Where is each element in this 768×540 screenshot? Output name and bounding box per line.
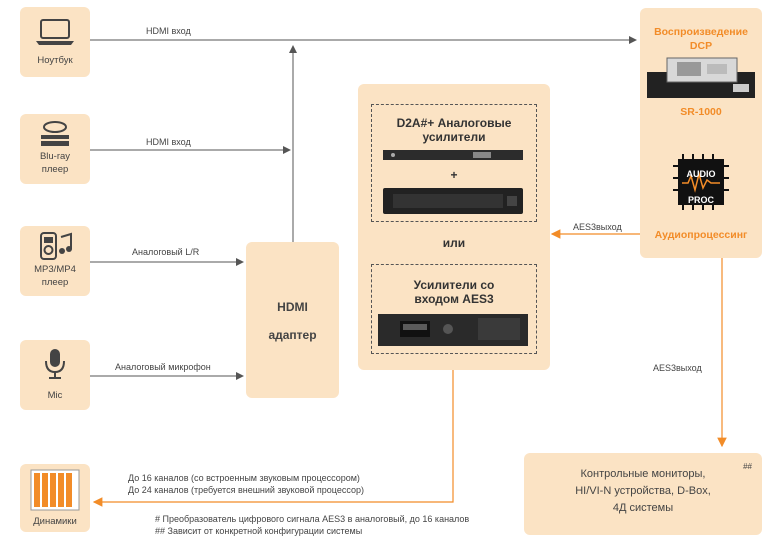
sr1000-device-image (647, 57, 755, 98)
dcp-title-1: Воспроизведение (654, 26, 748, 38)
laptop-node[interactable]: Ноутбук (20, 7, 90, 77)
audio-proc-chip-icon (673, 154, 729, 210)
label-hdmi-in-2: HDMI вход (146, 137, 191, 147)
monitors-footnote-mark: ## (743, 462, 752, 471)
sr1000-label: SR-1000 (680, 106, 722, 118)
label-aes3-out-2: AES3выход (653, 363, 702, 373)
speakers-note-1: До 16 каналов (со встроенным звуковым пр… (128, 473, 360, 483)
speakers-label: Динамики (33, 516, 77, 527)
d2a-title-1: D2A#+ Аналоговые (396, 116, 512, 130)
mic-label: Mic (47, 390, 63, 401)
adapter-label-1: HDMI (277, 300, 308, 314)
monitors-node[interactable]: Контрольные мониторы, HI/VI-N устройства… (524, 453, 762, 535)
dcp-node[interactable]: Воспроизведение DCP SR-1000 AUDIO PROC А… (640, 8, 762, 258)
label-aes3-out-1: AES3выход (573, 222, 622, 232)
bluray-label-2: плеер (41, 164, 69, 175)
chip-text-1: AUDIO (686, 169, 716, 179)
aes3-amp-title-1: Усилители со (413, 278, 495, 292)
laptop-icon (36, 19, 74, 45)
amplifier-device-image (383, 188, 523, 214)
monitors-line-2: HI/VI-N устройства, D-Box, (575, 485, 711, 497)
aes3-amp-title-2: входом AES3 (414, 292, 494, 306)
mp3-player-node[interactable]: MP3/MP4 плеер (20, 226, 90, 296)
d2a-device-image (383, 150, 523, 160)
label-hdmi-in-1: HDMI вход (146, 26, 191, 36)
plus-sign: + (450, 168, 458, 182)
chip-text-2: PROC (687, 195, 714, 205)
label-analog-mic: Аналоговый микрофон (115, 362, 211, 372)
bluray-label-1: Blu-ray (39, 151, 71, 162)
or-label: или (442, 236, 466, 250)
dcp-title-2: DCP (689, 40, 713, 52)
speaker-array-icon (30, 469, 80, 511)
audio-processing-label: Аудиопроцессинг (654, 229, 748, 241)
d2a-group (371, 104, 537, 222)
mic-node[interactable]: Mic (20, 340, 90, 410)
bluray-node[interactable]: Blu-ray плеер (20, 114, 90, 184)
speakers-note-2: До 24 каналов (требуется внешний звуково… (128, 485, 364, 495)
mp3-label-2: плеер (41, 277, 69, 288)
monitors-line-3: 4Д системы (612, 502, 674, 514)
mp3-label-1: MP3/MP4 (34, 264, 76, 275)
footnote-1: # Преобразователь цифрового сигнала AES3… (155, 514, 470, 524)
microphone-icon (45, 349, 65, 379)
label-analog-lr: Аналоговый L/R (132, 247, 200, 257)
speakers-node[interactable]: Динамики (20, 464, 90, 532)
monitors-line-1: Контрольные мониторы, (580, 468, 706, 480)
amplifiers-node[interactable]: D2A#+ Аналоговые усилители + или Усилите… (358, 84, 550, 370)
bluray-icon (41, 121, 69, 146)
d2a-title-2: усилители (422, 130, 486, 144)
laptop-label: Ноутбук (37, 55, 73, 66)
mp3-player-icon (40, 232, 72, 260)
footnote-2: ## Зависит от конкретной конфигурации си… (155, 526, 363, 536)
adapter-label-2: адаптер (268, 328, 317, 342)
aes3-amplifier-image (378, 314, 528, 346)
hdmi-adapter-node[interactable]: HDMI адаптер (246, 242, 339, 398)
aes3-amp-group (371, 264, 537, 354)
